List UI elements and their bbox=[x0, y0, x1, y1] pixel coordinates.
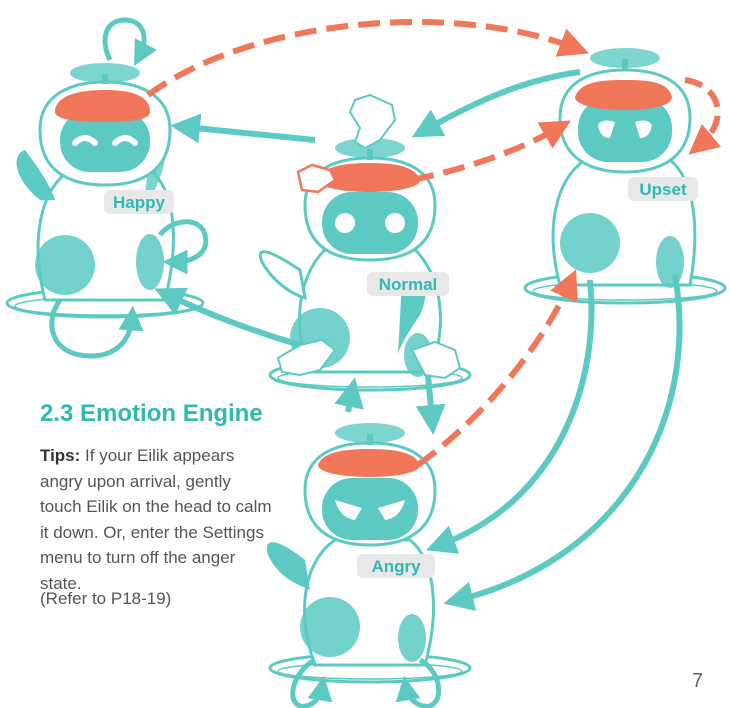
normal-label: Normal bbox=[379, 275, 438, 294]
tips-text: If your Eilik appears angry upon arrival… bbox=[40, 446, 272, 593]
happy-robot: Happy bbox=[5, 17, 209, 359]
foot-hand-icon bbox=[410, 340, 462, 380]
angry-label: Angry bbox=[371, 557, 421, 576]
happy-label: Happy bbox=[113, 193, 166, 212]
arrow-normal-to-upset bbox=[411, 120, 571, 183]
angry-label-bg bbox=[357, 554, 435, 578]
arrow-normal-belly-to-happy bbox=[154, 287, 301, 348]
happy-label-bg bbox=[104, 190, 174, 214]
arrow-upset-self bbox=[684, 77, 722, 155]
upset-robot: Upset bbox=[523, 48, 727, 305]
arrow-upset-to-angry-2 bbox=[443, 274, 683, 611]
transition-arrows bbox=[146, 18, 722, 611]
arrow-angry-to-upset bbox=[416, 269, 578, 468]
arrow-angry-to-normal bbox=[334, 377, 364, 413]
page-number: 7 bbox=[692, 670, 704, 692]
upset-label: Upset bbox=[639, 180, 687, 199]
section-title: 2.3 Emotion Engine bbox=[40, 400, 263, 427]
reference-note: (Refer to P18-19) bbox=[40, 589, 172, 608]
arrow-normal-to-angry bbox=[415, 374, 446, 435]
tap-hand-icon bbox=[296, 163, 337, 194]
tips-label: Tips: bbox=[40, 446, 81, 465]
touch-hand-icon bbox=[348, 93, 397, 150]
normal-robot: Normal bbox=[258, 93, 472, 392]
arrow-normal-to-happy bbox=[170, 113, 316, 144]
arrow-upset-to-normal bbox=[411, 69, 581, 138]
normal-label-bg bbox=[367, 272, 449, 296]
belly-hand-icon bbox=[276, 338, 337, 377]
arrow-happy-to-upset bbox=[146, 18, 590, 98]
tips-paragraph: Tips: If your Eilik appears angry upon a… bbox=[40, 443, 275, 596]
angry-robot: Angry bbox=[266, 423, 472, 708]
arrow-upset-to-angry-1 bbox=[425, 279, 595, 554]
upset-label-bg bbox=[628, 177, 698, 201]
